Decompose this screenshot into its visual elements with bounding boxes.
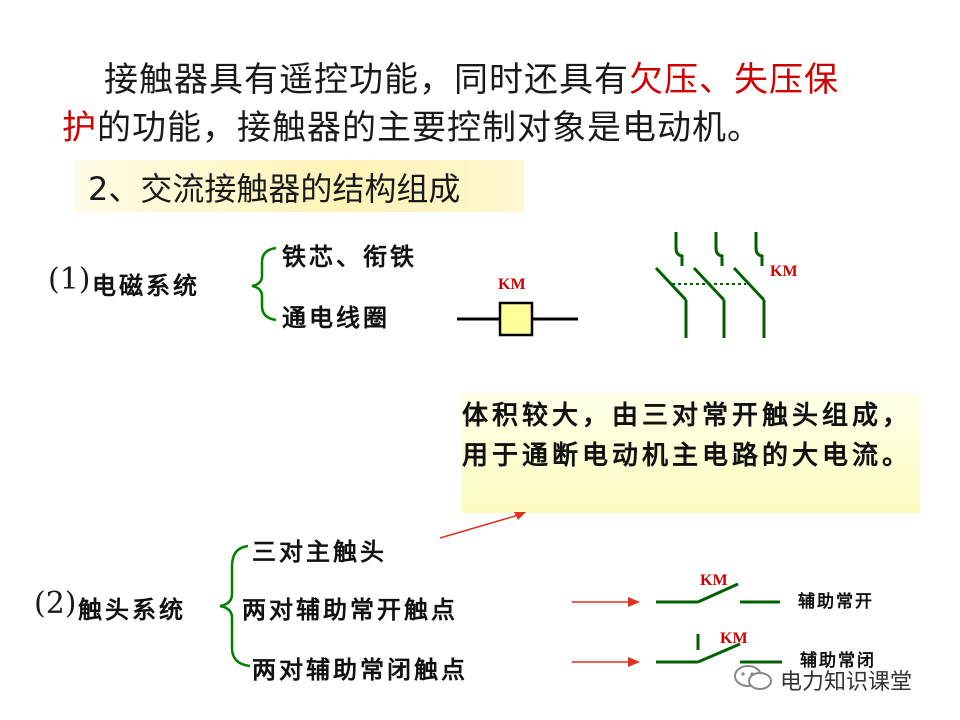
- section2-item: 两对辅助常闭触点: [252, 656, 468, 684]
- heading-highlight: [74, 160, 524, 212]
- section1-label: 电磁系统: [92, 272, 200, 300]
- section2-number: (2): [34, 586, 77, 621]
- aux-no-label: 辅助常开: [798, 592, 874, 612]
- coil-symbol: [457, 301, 578, 337]
- aux-no-symbol: [656, 582, 780, 604]
- aux-nc-label: 辅助常闭: [800, 651, 876, 671]
- note-text: 体积较大，由三对常开触头组成，用于通断电动机主电路的大电流。: [462, 401, 913, 471]
- intro-line-1: 接触器具有遥控功能，同时还具有欠压、失压保: [104, 52, 839, 101]
- intro-highlight: 护: [62, 108, 97, 148]
- section2-item: 三对主触头: [252, 538, 387, 566]
- intro-text: 的功能，接触器的主要控制对象是电动机。: [97, 108, 762, 148]
- section1-number: (1): [48, 262, 91, 297]
- watermark-text: 电力知识课堂: [780, 670, 913, 695]
- intro-line-2: 护的功能，接触器的主要控制对象是电动机。: [62, 100, 762, 149]
- intro-highlight: 欠压、失压保: [629, 60, 839, 100]
- section-heading: 2、交流接触器的结构组成: [88, 170, 461, 208]
- note-arrow: [439, 513, 523, 539]
- section1-item: 铁芯、衔铁: [282, 243, 417, 271]
- intro-text: 接触器具有遥控功能，同时还具有: [104, 60, 629, 100]
- coil-symbol-label: KM: [498, 276, 526, 293]
- section2-item: 两对辅助常开触点: [242, 596, 458, 624]
- brace-1: [251, 246, 277, 322]
- aux-nc-km-label: KM: [720, 630, 748, 647]
- note-box: [462, 393, 920, 513]
- brace-2: [219, 544, 251, 668]
- section1-item: 通电线圈: [282, 304, 390, 332]
- main-contacts-symbol: [654, 232, 766, 338]
- section2-label: 触头系统: [78, 596, 186, 624]
- aux-no-km-label: KM: [700, 572, 728, 589]
- main-contacts-label: KM: [770, 263, 798, 280]
- aux-nc-symbol: [656, 634, 782, 664]
- wechat-icon: [734, 665, 772, 690]
